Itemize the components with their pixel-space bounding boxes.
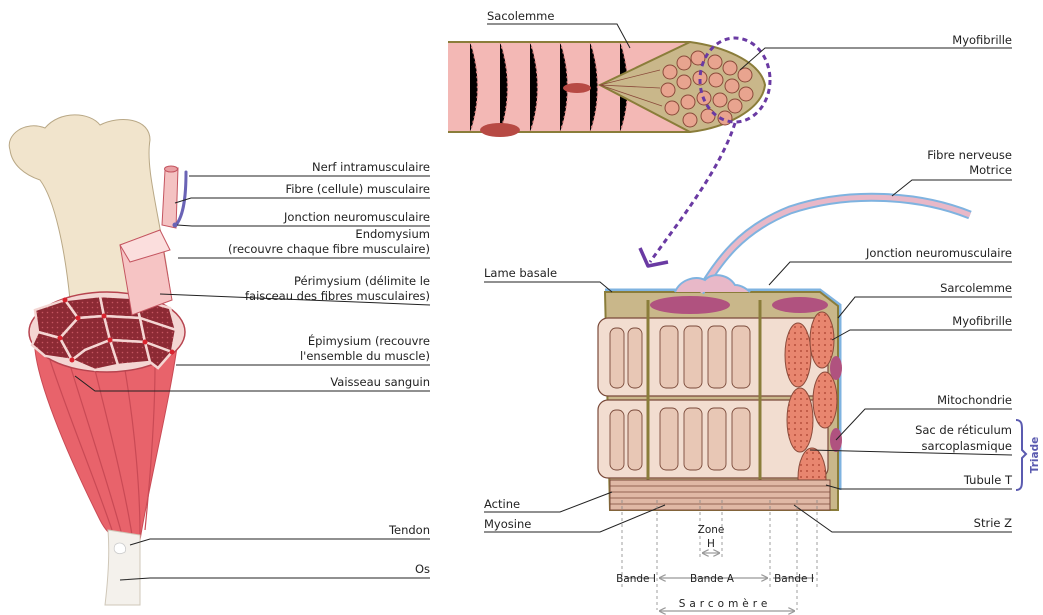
label-sarcolemme: Sarcolemme <box>940 281 1012 295</box>
label-zone-h: H <box>707 538 715 550</box>
label-sarcoplasmique: sarcoplasmique <box>922 439 1012 453</box>
label-os: Os <box>415 562 430 576</box>
label-tubule-t: Tubule T <box>963 473 1013 487</box>
label-jonction-right: Jonction neuromusculaire <box>865 246 1012 260</box>
label-jonction-left: Jonction neuromusculaire <box>283 210 430 224</box>
label-strie-z: Strie Z <box>974 516 1012 530</box>
label-nerf: Nerf intramusculaire <box>312 160 430 174</box>
label-zone: Zone <box>698 524 725 536</box>
nucleus <box>480 123 520 137</box>
label-bande-a: Bande A <box>690 573 735 585</box>
label-myosine: Myosine <box>484 517 531 531</box>
muscle-fibre <box>162 168 178 228</box>
label-epimysium: Épimysium (recouvre <box>308 333 430 348</box>
mitochondria-top <box>650 296 730 314</box>
fibre-cylinder <box>448 38 770 266</box>
left-labels: Nerf intramusculaire Fibre (cellule) mus… <box>228 160 430 576</box>
label-sac-reticulum: Sac de réticulum <box>915 423 1012 437</box>
muscle-illustration <box>9 115 186 605</box>
label-bande-i-left: Bande I <box>616 573 656 585</box>
label-epimysium-desc: l'ensemble du muscle) <box>300 349 430 363</box>
tendon <box>105 530 140 605</box>
neuromuscular-junction <box>675 275 750 292</box>
sarcomere-block <box>598 197 970 510</box>
label-endomysium: Endomysium <box>355 227 430 241</box>
label-tendon: Tendon <box>388 523 430 537</box>
motor-nerve-fibre <box>700 197 970 292</box>
label-myofibrille: Myofibrille <box>952 314 1012 328</box>
mitochondria-top <box>772 297 828 313</box>
label-fibre: Fibre (cellule) musculaire <box>285 182 430 196</box>
sarcomere-dimensions <box>622 500 817 611</box>
label-mitochondrie: Mitochondrie <box>937 393 1012 407</box>
label-endomysium-desc: (recouvre chaque fibre musculaire) <box>228 242 430 256</box>
label-bande-i-right: Bande I <box>774 573 814 585</box>
label-perimysium-desc: faisceau des fibres musculaires) <box>245 289 430 303</box>
zoom-arrow <box>650 123 735 262</box>
label-fibre-motrice: Motrice <box>969 163 1012 177</box>
label-lame-basale: Lame basale <box>484 266 557 280</box>
label-triade: Triade <box>1029 437 1041 474</box>
nucleus <box>563 83 591 93</box>
label-sarcomere: Sarcomère <box>679 598 772 610</box>
label-sacolemme: Sacolemme <box>487 9 554 23</box>
label-fibre-nerveuse: Fibre nerveuse <box>927 148 1012 162</box>
label-vaisseau: Vaisseau sanguin <box>330 375 430 389</box>
label-myofibrille-top: Myofibrille <box>952 33 1012 47</box>
label-perimysium: Périmysium (délimite le <box>294 274 430 288</box>
label-actine: Actine <box>484 497 520 511</box>
